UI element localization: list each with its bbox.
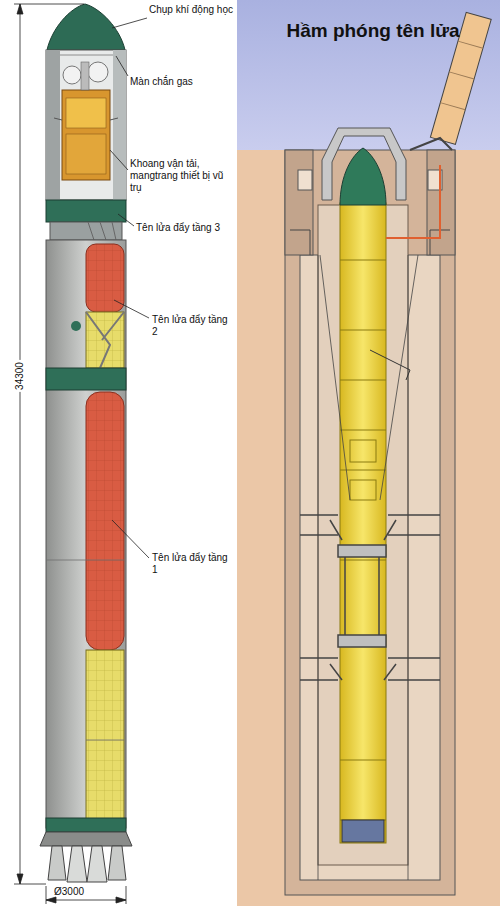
leader-lines — [110, 18, 149, 558]
drawing-part — [46, 240, 126, 828]
drawing-part — [386, 165, 440, 238]
launch-silo — [237, 0, 500, 906]
drawing-part — [350, 480, 376, 500]
drawing-part — [67, 846, 87, 882]
drawing-part — [46, 886, 126, 904]
drawing-part — [46, 897, 126, 903]
drawing-part — [338, 545, 386, 557]
drawing-part — [370, 350, 410, 380]
drawing-part — [88, 62, 108, 82]
drawing-part — [410, 138, 452, 150]
drawing-part — [237, 150, 500, 906]
drawing-part — [440, 41, 483, 110]
drawing-part — [340, 203, 386, 843]
part-label: Tên lửa đẩy tầng 3 — [136, 222, 232, 234]
drawing-part — [46, 200, 126, 222]
drawing-part — [114, 300, 149, 318]
drawing-part — [300, 515, 440, 680]
drawing-part — [46, 50, 60, 200]
drawing-part — [86, 312, 124, 368]
drawing-part — [110, 150, 128, 170]
dimension-label: Ø3000 — [54, 886, 104, 898]
drawing-part — [112, 18, 147, 28]
drawing-part — [342, 820, 384, 842]
drawing-part — [17, 4, 23, 884]
drawing-part — [48, 846, 66, 880]
drawing-part — [46, 818, 126, 832]
drawing-part — [47, 4, 125, 50]
drawing-part — [113, 50, 126, 200]
drawing-part — [330, 520, 396, 680]
drawing-part — [71, 321, 81, 331]
drawing-part — [86, 312, 124, 368]
drawing-part — [350, 440, 376, 462]
drawing-part — [62, 90, 110, 180]
drawing-part — [116, 56, 128, 76]
part-label: Khoang vận tải, mangtrang thiết bị vũ tr… — [130, 158, 236, 194]
drawing-part — [108, 846, 126, 880]
drawing-part — [86, 650, 124, 820]
drawing-part — [345, 557, 379, 635]
part-label: Màn chắn gas — [130, 76, 230, 88]
drawing-part — [318, 255, 418, 880]
drawing-part — [40, 832, 132, 846]
drawing-part — [338, 635, 386, 647]
dimension-lines — [14, 4, 126, 904]
drawing-part — [46, 50, 126, 200]
drawing-part — [63, 66, 81, 84]
part-label: Tên lửa đẩy tầng 2 — [152, 314, 234, 338]
part-label: Tên lửa đẩy tầng 1 — [152, 552, 234, 576]
drawing-part — [54, 118, 118, 120]
drawing-part — [118, 214, 134, 226]
drawing-part — [66, 98, 106, 128]
part-label: Chụp khí động học — [149, 4, 235, 16]
drawing-part — [285, 150, 455, 895]
drawing-part — [298, 170, 312, 190]
drawing-part — [66, 134, 106, 174]
drawing-part — [86, 392, 124, 650]
drawing-part — [46, 368, 126, 390]
rocket-cutaway — [40, 4, 132, 882]
drawing-part — [300, 657, 440, 659]
panel-title: Hầm phóng tên lửa — [258, 20, 488, 42]
drawing-part — [14, 4, 84, 884]
drawing-part — [322, 128, 406, 200]
drawing-part — [340, 260, 386, 820]
drawing-part — [112, 520, 149, 558]
drawing-part — [50, 222, 122, 240]
drawing-part — [46, 560, 124, 740]
dimension-label: 34300 — [14, 360, 26, 392]
drawing-part — [87, 846, 107, 882]
drawing-part — [60, 55, 113, 56]
drawing-part — [300, 514, 440, 516]
drawing-part — [300, 534, 440, 536]
drawing-part — [300, 679, 440, 681]
drawing-part — [88, 222, 116, 240]
drawing-part — [81, 62, 89, 90]
drawing-part — [285, 150, 313, 255]
drawing-part — [340, 148, 386, 205]
